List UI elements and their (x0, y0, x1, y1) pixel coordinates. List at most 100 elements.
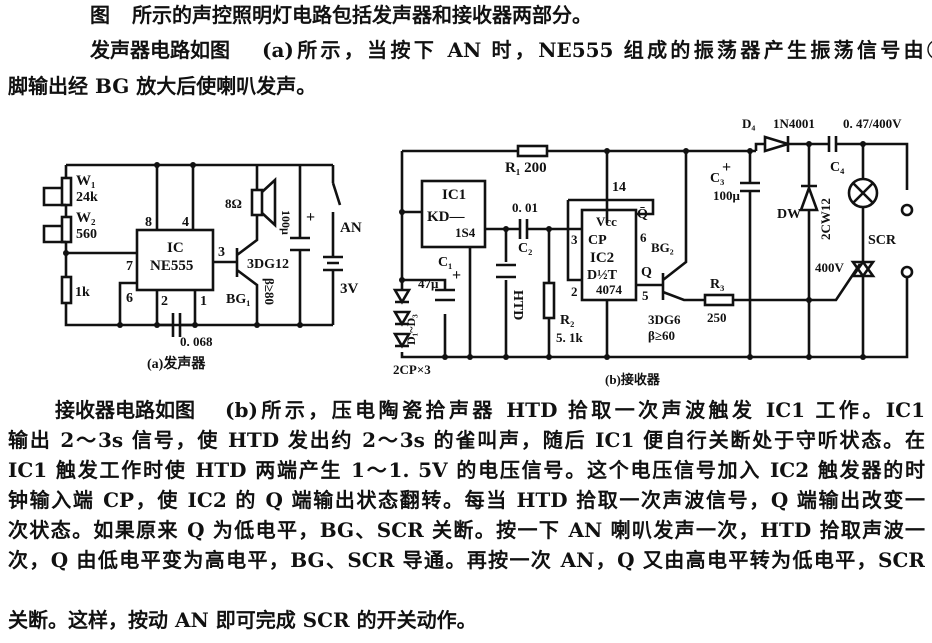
label-c3: C₃ (710, 171, 724, 186)
intro-line-2-lead: 发声器电路如图 (90, 38, 230, 62)
label-3dg12: 3DG12 (247, 257, 289, 272)
label-1s4: 1S4 (455, 225, 476, 240)
ic1-kd1s4 (420, 179, 487, 249)
label-dw: DW (777, 207, 801, 222)
label-pin3: 3 (218, 245, 225, 260)
zener-dw (799, 144, 819, 357)
label-ic2-pin2: 2 (571, 284, 578, 299)
battery-icon (323, 255, 343, 272)
label-4074: 4074 (596, 282, 623, 297)
label-w1: W₁ (76, 173, 96, 189)
label-speaker: 8Ω (225, 196, 242, 211)
label-c1: C₁ (438, 255, 452, 270)
label-2cp: 2CP×3 (393, 362, 431, 377)
label-r3-value: 250 (707, 310, 727, 325)
diodes-d1-d3 (392, 288, 412, 349)
label-pin8: 8 (145, 215, 152, 230)
potentiometer-w2 (60, 215, 73, 244)
body-lead: 接收器电路如图 (55, 398, 195, 422)
figure-word: 图 (90, 3, 110, 27)
label-1n4001: 1N4001 (773, 116, 815, 131)
label-c2: C₂ (518, 241, 532, 256)
label-capacitor: 0. 068 (180, 334, 213, 349)
circuit-a-transmitter: W₁ 24k W₂ 560 1k IC NE555 8 4 7 6 2 1 3 … (42, 162, 362, 372)
body-line-3: IC1 触发工作时使 HTD 两端产生 1～1. 5V 的电压信号。这个电压信号… (8, 458, 925, 482)
label-c4: C₄ (830, 160, 845, 175)
label-ic2-pin6: 6 (640, 230, 647, 245)
label-pin1: 1 (200, 294, 207, 309)
switch-an (331, 165, 342, 325)
label-r-1k: 1k (75, 285, 90, 300)
label-400v: 400V (815, 260, 845, 275)
caption-a: (a)发声器 (147, 355, 206, 372)
label-w2-value: 560 (76, 227, 97, 242)
label-ic2-pin5: 5 (642, 288, 649, 303)
label-vcc: Vcc (596, 214, 617, 229)
terminal-top (900, 203, 914, 217)
label-w1-value: 24k (76, 190, 98, 205)
intro-line-2: (a)所示，当按下 AN 时，NE555 组成的振荡器产生振荡信号由③ (262, 38, 932, 62)
label-c2-value: 0. 01 (512, 200, 538, 215)
label-w2: W₂ (76, 210, 96, 226)
label-r2-value: 5. 1k (556, 330, 584, 345)
ic-ne555 (135, 228, 215, 292)
label-r3: R₃ (710, 277, 724, 292)
body-line-5: 次状态。如果原来 Q 为低电平，BG、SCR 关断。按一下 AN 喇叭发声一次，… (8, 518, 925, 542)
diode-d4 (763, 135, 793, 153)
label-beta: β≥80 (262, 278, 277, 305)
capacitor-c3 (740, 151, 760, 357)
label-htd: HTD (510, 290, 525, 320)
label-c3-value: 100μ (713, 188, 741, 203)
label-an: AN (340, 220, 362, 236)
intro-line-1: 所示的声控照明灯电路包括发声器和接收器两部分。 (132, 3, 592, 27)
label-ne555: NE555 (150, 258, 193, 274)
label-ic2: IC2 (590, 250, 614, 266)
htd-piezo (496, 229, 516, 357)
resistor-r3 (703, 293, 735, 307)
label-ic1: IC1 (442, 187, 466, 203)
label-c1-plus: + (452, 267, 461, 284)
label-d4: D₄ (742, 116, 755, 131)
label-3v: 3V (340, 281, 359, 297)
label-cp: CP (588, 233, 607, 248)
label-pin6: 6 (126, 291, 133, 306)
label-pin4: 4 (182, 215, 189, 230)
label-100u: 100μ (279, 210, 293, 235)
resistor-r2 (542, 281, 556, 320)
label-pin2: 2 (161, 294, 168, 309)
label-3dg6: 3DG6 (648, 312, 681, 327)
body-line-2: 输出 2～3s 信号，使 HTD 发出约 2～3s 的雀叫声，随后 IC1 便自… (8, 428, 925, 452)
caption-b: (b)接收器 (605, 372, 661, 387)
label-c1-value: 47μ (418, 276, 439, 291)
label-diodes: D₁~D₃ (404, 314, 418, 345)
label-pin7: 7 (126, 259, 133, 274)
label-r1: R₁ 200 (505, 160, 547, 176)
resistor-1k (60, 275, 73, 305)
body-line-6: 次，Q 由低电平变为高电平，BG、SCR 导通。再按一次 AN，Q 又由高电平转… (8, 548, 925, 572)
label-pin14: 14 (612, 180, 626, 195)
resistor-r1 (516, 144, 549, 158)
speaker-icon (250, 188, 264, 217)
scr-triac (850, 259, 876, 279)
capacitor-100u (290, 165, 310, 325)
circuit-b-receiver: R₁ 200 IC1 KD— 1S4 0. 01 C₂ C₁ 47μ + D₁~… (392, 116, 914, 387)
label-kd: KD— (427, 209, 466, 225)
label-ic: IC (167, 240, 184, 256)
label-c3-plus: + (722, 159, 731, 176)
label-2cw12: 2CW12 (818, 198, 833, 240)
potentiometer-w1 (60, 176, 73, 207)
label-bg1: BG₁ (226, 292, 250, 307)
intro-line-3: 脚输出经 BG 放大后使喇叭发声。 (8, 74, 317, 98)
label-qbar: Q̄ (637, 207, 648, 222)
label-plus: + (306, 209, 315, 226)
capacitor-c1 (402, 278, 455, 357)
ic2-4074 (580, 208, 638, 302)
label-q: Q (641, 265, 652, 280)
label-beta-60: β≥60 (648, 328, 675, 343)
label-scr: SCR (868, 233, 897, 248)
terminal-bottom (900, 265, 914, 279)
body-line-4: 钟输入端 CP，使 IC2 的 Q 端输出状态翻转。每当 HTD 拾取一次声波信… (8, 488, 925, 512)
label-r2: R₂ (560, 313, 574, 328)
lamp-icon (847, 177, 879, 209)
